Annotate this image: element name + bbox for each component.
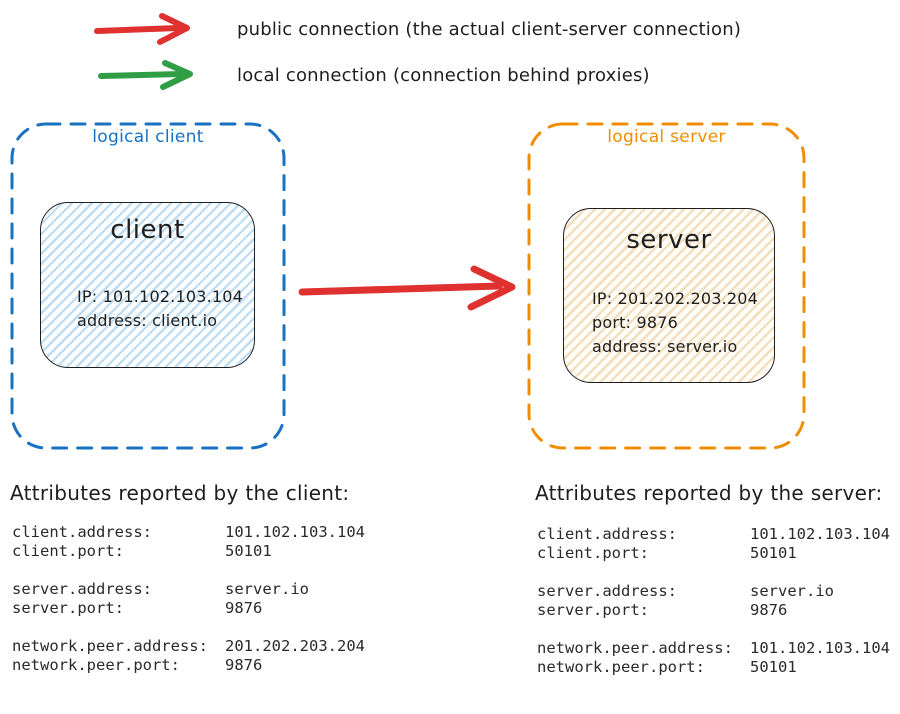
attribute-key: network.peer.port: <box>12 656 180 674</box>
client-address-line: address: client.io <box>77 311 218 330</box>
attribute-value: 9876 <box>225 599 263 617</box>
legend-label-local: local connection (connection behind prox… <box>237 64 650 86</box>
server-node: server IP: 201.202.203.204 port: 9876 ad… <box>563 208 775 383</box>
client-node-details: IP: 101.102.103.104 address: client.io <box>77 285 243 333</box>
attribute-group: server.address: server.io server.port: 9876 <box>537 582 890 620</box>
legend-item-public: public connection (the actual client-ser… <box>92 12 741 46</box>
attribute-row: server.address: server.io <box>12 580 365 599</box>
attribute-row: client.address: 101.102.103.104 <box>537 525 890 544</box>
logical-client-dashed-border <box>10 122 286 450</box>
attribute-value: 9876 <box>225 656 263 674</box>
attribute-key: client.port: <box>537 544 649 562</box>
attribute-row: client.port: 50101 <box>537 544 890 563</box>
attribute-key: server.port: <box>537 601 649 619</box>
local-connection-arrow-icon <box>98 60 193 90</box>
logical-client-group: logical client client IP: 101.102.103.10… <box>10 122 286 450</box>
attribute-value: server.io <box>225 580 309 598</box>
attribute-row: client.port: 50101 <box>12 542 365 561</box>
server-attributes-heading: Attributes reported by the server: <box>535 481 883 505</box>
public-connection-arrow-icon <box>94 13 190 45</box>
attribute-row: client.address: 101.102.103.104 <box>12 523 365 542</box>
attribute-value: 101.102.103.104 <box>225 523 365 541</box>
attribute-key: network.peer.address: <box>537 639 733 657</box>
client-attributes-heading: Attributes reported by the client: <box>10 481 350 505</box>
server-node-details: IP: 201.202.203.204 port: 9876 address: … <box>592 287 758 359</box>
attribute-key: server.address: <box>537 582 677 600</box>
server-address-line: address: server.io <box>592 337 738 356</box>
attribute-row: server.port: 9876 <box>12 599 365 618</box>
attribute-value: server.io <box>750 582 834 600</box>
server-node-title: server <box>626 225 712 255</box>
legend-label-public: public connection (the actual client-ser… <box>237 18 742 40</box>
attribute-key: server.port: <box>12 599 124 617</box>
client-ip-line: IP: 101.102.103.104 <box>77 287 244 306</box>
server-ip-line: IP: 201.202.203.204 <box>592 289 759 308</box>
attribute-value: 101.102.103.104 <box>750 639 890 657</box>
logical-server-group: logical server server IP: 201.202.203.20… <box>527 122 806 450</box>
attribute-value: 101.102.103.104 <box>750 525 890 543</box>
logical-client-label: logical client <box>92 127 204 147</box>
client-node-title: client <box>110 215 185 245</box>
attribute-value: 50101 <box>225 542 272 560</box>
attribute-value: 201.202.203.204 <box>225 637 365 655</box>
attribute-key: client.address: <box>537 525 677 543</box>
attribute-key: network.peer.address: <box>12 637 208 655</box>
attribute-key: client.port: <box>12 542 124 560</box>
attribute-row: network.peer.address: 101.102.103.104 <box>537 639 890 658</box>
attribute-row: network.peer.port: 9876 <box>12 656 365 675</box>
client-node: client IP: 101.102.103.104 address: clie… <box>40 202 255 368</box>
logical-server-dashed-border <box>527 122 806 450</box>
attribute-row: server.port: 9876 <box>537 601 890 620</box>
client-to-server-arrow <box>298 265 516 311</box>
legend-item-local: local connection (connection behind prox… <box>97 59 650 91</box>
attribute-row: network.peer.port: 50101 <box>537 658 890 677</box>
logical-server-label: logical server <box>607 127 726 147</box>
attribute-value: 9876 <box>750 601 788 619</box>
attribute-row: server.address: server.io <box>537 582 890 601</box>
server-port-line: port: 9876 <box>592 313 678 332</box>
attribute-value: 50101 <box>750 544 797 562</box>
attribute-group: server.address: server.io server.port: 9876 <box>12 580 365 618</box>
attribute-key: client.address: <box>12 523 152 541</box>
attribute-row: network.peer.address: 201.202.203.204 <box>12 637 365 656</box>
attribute-value: 50101 <box>750 658 797 676</box>
attribute-key: server.address: <box>12 580 152 598</box>
attribute-key: network.peer.port: <box>537 658 705 676</box>
